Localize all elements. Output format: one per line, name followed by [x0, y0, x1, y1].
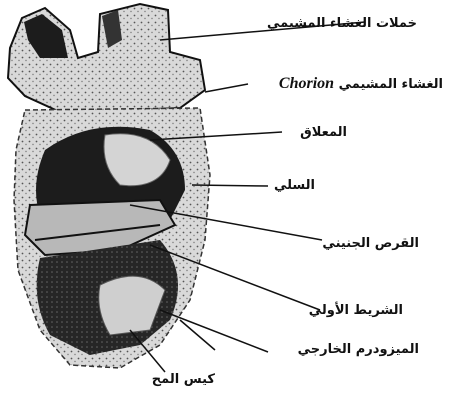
label-chorion-latin: Chorion: [279, 75, 334, 92]
label-yolk-sac: كيس المح: [152, 372, 215, 388]
leader-chorion: [205, 84, 248, 92]
leader-mesoderm-1: [160, 310, 268, 352]
label-chorion-arabic: الغشاء المشيمي: [339, 77, 443, 92]
label-extraembryonic-mesoderm: الميزودرم الخارجي: [298, 342, 419, 358]
leader-allantois: [192, 185, 268, 186]
label-allantois: السلي: [274, 178, 315, 194]
label-chorionic-villi: خملات الغشاء المشيمي: [267, 16, 417, 32]
label-chorion: الغشاء المشيمي Chorion: [279, 76, 443, 93]
label-connecting-stalk: المعلاق: [300, 125, 347, 141]
label-embryonic-disc: القرص الجنيني: [322, 236, 419, 252]
label-primitive-streak: الشريط الأولي: [309, 303, 403, 319]
